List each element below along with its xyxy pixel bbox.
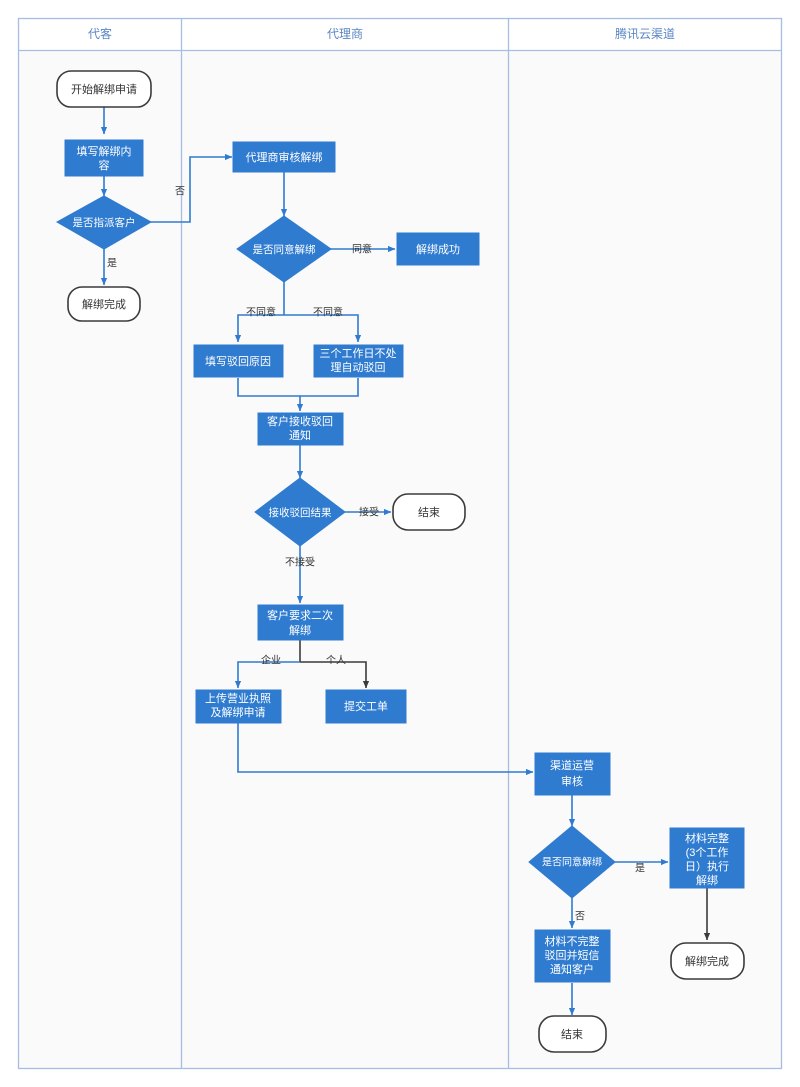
node-second-unbind-request-line2: 解绑 bbox=[289, 623, 311, 637]
edge-enterprise bbox=[234, 661, 300, 689]
edge-reject-to-notice bbox=[237, 378, 304, 412]
node-agent-review-unbind[interactable]: 代理商审核解绑 bbox=[232, 141, 336, 173]
edge-auto-to-notice bbox=[300, 378, 359, 397]
node-second-unbind-request[interactable]: 客户要求二次 解绑 bbox=[257, 604, 344, 641]
node-three-day-auto-reject-line2: 理自动驳回 bbox=[331, 361, 386, 374]
edge-label-agree: 同意 bbox=[352, 243, 372, 256]
node-material-complete[interactable]: 材料完整 (3个工作 日）执行 解绑 bbox=[669, 827, 745, 889]
node-receive-reject-result-label: 接收驳回结果 bbox=[269, 506, 332, 519]
node-material-complete-line1: 材料完整 bbox=[685, 831, 729, 845]
node-start-unbind-label: 开始解绑申请 bbox=[71, 82, 137, 96]
node-channel-ops-review-line2: 审核 bbox=[561, 774, 583, 788]
edge-no-to-agent-review bbox=[150, 153, 233, 223]
swimlane-header-tencent: 腾讯云渠道 bbox=[615, 26, 675, 41]
node-end-agent-label: 结束 bbox=[418, 506, 440, 519]
edge-label-enterprise: 企业 bbox=[261, 654, 281, 667]
node-agree-unbind-question[interactable]: 是否同意解绑 bbox=[236, 215, 332, 283]
node-upload-license-line2: 及解绑申请 bbox=[211, 705, 266, 719]
node-upload-license-line1: 上传营业执照 bbox=[205, 691, 271, 705]
node-end-agent[interactable]: 结束 bbox=[392, 493, 466, 531]
node-material-incomplete-line1: 材料不完整 bbox=[545, 934, 600, 948]
swimlane-label-agent: 代理商 bbox=[327, 26, 363, 41]
node-agree-unbind-question-2[interactable]: 是否同意解绑 bbox=[528, 825, 616, 899]
node-unbind-success[interactable]: 解绑成功 bbox=[396, 232, 480, 266]
node-fill-reject-reason[interactable]: 填写驳回原因 bbox=[193, 344, 284, 378]
node-agent-review-unbind-label: 代理商审核解绑 bbox=[246, 150, 323, 164]
node-material-complete-line4: 解绑 bbox=[696, 873, 718, 887]
node-agree-unbind-question-2-label: 是否同意解绑 bbox=[542, 856, 602, 869]
node-material-complete-line3: 日）执行 bbox=[685, 859, 729, 873]
edges bbox=[100, 107, 711, 1016]
edge-individual bbox=[300, 661, 370, 689]
edge-label-yes-assigned: 是 bbox=[107, 258, 117, 270]
node-fill-unbind-content-line2: 容 bbox=[99, 158, 110, 172]
edge-label-not-accept: 不接受 bbox=[285, 556, 315, 569]
node-unbind-done-right[interactable]: 解绑完成 bbox=[670, 942, 745, 980]
edge-label-no-material: 否 bbox=[575, 911, 585, 923]
node-unbind-done-left-label: 解绑完成 bbox=[82, 297, 126, 311]
swimlane-label-customer: 代客 bbox=[88, 26, 112, 41]
node-channel-ops-review[interactable]: 渠道运营 审核 bbox=[534, 752, 611, 796]
node-receive-reject-result[interactable]: 接收驳回结果 bbox=[254, 477, 346, 547]
node-second-unbind-request-line1: 客户要求二次 bbox=[267, 608, 333, 622]
node-customer-receive-notice[interactable]: 客户接收驳回 通知 bbox=[257, 412, 344, 446]
edge-label-no-assigned: 否 bbox=[175, 186, 185, 198]
edge-disagree-right bbox=[284, 314, 362, 343]
node-fill-unbind-content-line1: 填写解绑内 bbox=[77, 144, 132, 158]
swimlane-header-agent: 代理商 bbox=[327, 26, 363, 41]
node-end-tencent-label: 结束 bbox=[561, 1028, 583, 1041]
edge-disagree-left bbox=[234, 314, 284, 343]
node-is-assigned-customer-label: 是否指派客户 bbox=[73, 216, 136, 229]
node-material-incomplete-line2: 驳回并短信 bbox=[545, 948, 600, 962]
edge-upload-to-channelops bbox=[237, 723, 534, 776]
node-fill-reject-reason-label: 填写驳回原因 bbox=[205, 354, 271, 368]
node-material-incomplete-line3: 通知客户 bbox=[550, 962, 594, 976]
edge-label-disagree-right: 不同意 bbox=[313, 306, 343, 319]
node-start-unbind[interactable]: 开始解绑申请 bbox=[56, 70, 152, 108]
node-submit-ticket[interactable]: 提交工单 bbox=[325, 689, 407, 724]
swimlane-frame bbox=[17, 17, 783, 1070]
node-unbind-done-left[interactable]: 解绑完成 bbox=[67, 286, 141, 322]
node-customer-receive-notice-line2: 通知 bbox=[289, 428, 311, 442]
node-is-assigned-customer[interactable]: 是否指派客户 bbox=[55, 195, 153, 250]
node-customer-receive-notice-line1: 客户接收驳回 bbox=[267, 414, 333, 428]
node-three-day-auto-reject[interactable]: 三个工作日不处 理自动驳回 bbox=[313, 344, 404, 378]
node-three-day-auto-reject-line1: 三个工作日不处 bbox=[320, 347, 397, 360]
edge-labels: 否 是 同意 不同意 不同意 接受 不接受 企业 个人 是 否 bbox=[107, 186, 645, 923]
node-material-incomplete[interactable]: 材料不完整 驳回并短信 通知客户 bbox=[534, 929, 611, 983]
node-end-tencent[interactable]: 结束 bbox=[538, 1015, 607, 1053]
edge-label-disagree-left: 不同意 bbox=[246, 306, 276, 319]
node-agree-unbind-question-label: 是否同意解绑 bbox=[253, 243, 316, 256]
edge-label-individual: 个人 bbox=[326, 655, 346, 667]
node-channel-ops-review-line1: 渠道运营 bbox=[550, 758, 594, 772]
edge-label-yes-material: 是 bbox=[635, 863, 645, 875]
node-material-complete-line2: (3个工作 bbox=[686, 846, 729, 859]
edge-label-accept: 接受 bbox=[359, 506, 379, 519]
swimlane-header-customer: 代客 bbox=[88, 26, 112, 41]
swimlane-label-tencent: 腾讯云渠道 bbox=[615, 26, 675, 41]
node-unbind-success-label: 解绑成功 bbox=[416, 242, 460, 256]
node-fill-unbind-content[interactable]: 填写解绑内 容 bbox=[64, 139, 144, 177]
node-upload-license[interactable]: 上传营业执照 及解绑申请 bbox=[195, 689, 282, 724]
node-unbind-done-right-label: 解绑完成 bbox=[685, 954, 729, 968]
node-submit-ticket-label: 提交工单 bbox=[344, 699, 388, 713]
